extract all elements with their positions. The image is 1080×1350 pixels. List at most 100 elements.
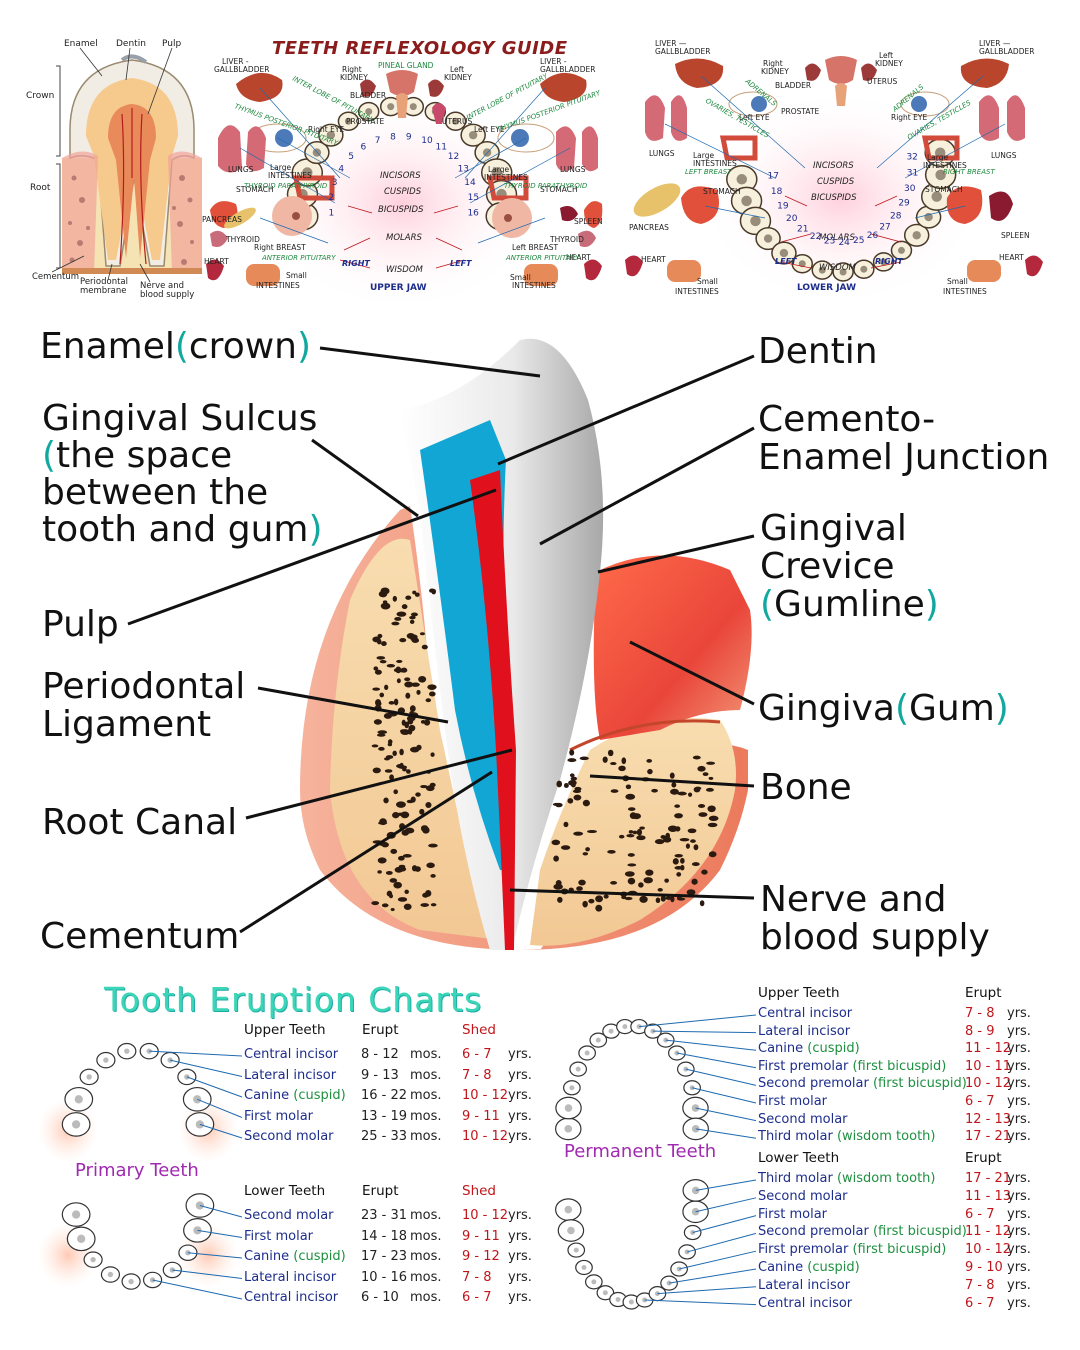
leader-line (639, 1014, 757, 1028)
header-shed: Shed (462, 1022, 497, 1038)
tooth-name: Central incisor (758, 1006, 853, 1021)
liver-icon (540, 72, 587, 102)
tooth (569, 1061, 588, 1077)
label-cej-2: Enamel Junction (758, 437, 1050, 478)
lungs-icon (1007, 95, 1025, 141)
tooth-name: Third molar (wisdom tooth) (758, 1171, 936, 1186)
upper-jaw-diagram: TEETH REFLEXOLOGY GUIDE LIVER -GALLBLADD… (202, 38, 603, 303)
primary-teeth-label: Primary Teeth (75, 1160, 199, 1181)
tooth-section-panel: Enamel Dentin Pulp Crown Root Cementum P… (22, 28, 204, 300)
label-enamel-crown: Enamel(crown) (40, 326, 312, 367)
label-bone: Bone (760, 767, 852, 808)
tooth-name: Lateral incisor (244, 1269, 337, 1285)
svg-text:Large: Large (927, 153, 948, 162)
svg-text:Right: Right (342, 65, 362, 74)
erupt-unit: yrs. (1007, 1206, 1031, 1222)
tooth-number: 28 (890, 212, 902, 222)
tooth (584, 1274, 603, 1290)
label-enamel: Enamel (64, 39, 98, 49)
erupt-unit: mos. (410, 1249, 442, 1264)
svg-text:INTESTINES: INTESTINES (484, 173, 528, 182)
svg-text:HEART: HEART (999, 253, 1024, 262)
erupt-unit: yrs. (1007, 1295, 1031, 1311)
tooth-anatomy-diagram (127, 338, 755, 950)
tooth (682, 1179, 709, 1202)
erupt-unit: yrs. (1007, 1188, 1031, 1204)
svg-text:Right: Right (763, 59, 783, 68)
svg-text:BLADDER: BLADDER (350, 91, 386, 100)
intestine-icon (967, 260, 1001, 282)
tooth (96, 1051, 116, 1069)
leader-line (197, 1229, 243, 1238)
header-shed: Shed (462, 1183, 497, 1199)
tooth (678, 1244, 696, 1260)
svg-text:THYROID PARATHYROID: THYROID PARATHYROID (504, 182, 588, 190)
erupt-value: 11 - 13 (965, 1188, 1012, 1204)
label-crevice-3: (Gumline) (760, 584, 939, 625)
tooth (66, 1226, 96, 1252)
label-root-canal: Root Canal (42, 802, 238, 843)
liver-icon (960, 58, 1009, 88)
eye-icon (511, 129, 529, 147)
tooth-name: Canine (cuspid) (758, 1041, 860, 1057)
svg-text:STOMACH: STOMACH (925, 185, 963, 194)
erupt-value: 6 - 7 (965, 1206, 995, 1222)
erupt-value: 6 - 7 (965, 1295, 995, 1311)
svg-text:Small: Small (697, 277, 718, 286)
tooth-number: 11 (436, 143, 447, 153)
svg-text:WISDOM: WISDOM (386, 265, 424, 275)
leader-line (186, 1076, 243, 1098)
svg-text:INCISORS: INCISORS (380, 171, 421, 181)
lungs-icon (645, 95, 665, 141)
thyroid-icon (578, 230, 596, 247)
label-gingival-sulcus: Gingival Sulcus (42, 398, 318, 439)
shed-unit: yrs. (508, 1290, 532, 1305)
erupt-value: 6 - 10 (361, 1290, 399, 1305)
prostate-icon (396, 93, 408, 118)
liver-icon (675, 58, 724, 88)
tooth-number: 10 (421, 136, 433, 146)
svg-text:LEFT: LEFT (450, 259, 472, 268)
tooth-name: Lateral incisor (244, 1067, 337, 1083)
tooth-name: Second premolar (first bicuspid) (758, 1224, 967, 1240)
label-crevice-2: Crevice (760, 546, 895, 587)
svg-text:LUNGS: LUNGS (228, 165, 254, 174)
tooth-number: 22 (810, 232, 821, 242)
tooth (117, 1042, 137, 1060)
svg-text:GALLBLADDER: GALLBLADDER (979, 47, 1034, 56)
tooth-number: 13 (458, 164, 469, 174)
tooth-number: 9 (406, 132, 412, 142)
leader-line (644, 1299, 757, 1306)
intestine-icon (486, 175, 529, 201)
shed-unit: yrs. (508, 1228, 532, 1244)
leader-line (695, 1128, 757, 1139)
tooth-name: Second molar (244, 1208, 334, 1223)
tooth-name: First premolar (first bicuspid) (758, 1242, 947, 1258)
erupt-unit: yrs. (1007, 1094, 1031, 1109)
pancreas-icon (633, 183, 681, 217)
svg-text:SPLEEN: SPLEEN (1001, 231, 1030, 240)
erupt-value: 11 - 12 (965, 1041, 1012, 1057)
erupt-value: 7 - 8 (965, 1277, 995, 1293)
erupt-unit: mos. (410, 1129, 442, 1144)
tooth-name: First molar (758, 1206, 828, 1222)
erupt-unit: yrs. (1007, 1006, 1031, 1021)
eruption-diagrams (38, 1014, 757, 1310)
tooth-number: 24 (838, 238, 850, 248)
shed-value: 6 - 7 (462, 1047, 492, 1062)
svg-text:BICUSPIDS: BICUSPIDS (378, 205, 424, 215)
shed-value: 6 - 7 (462, 1290, 492, 1305)
svg-text:LEFT BREAST: LEFT BREAST (685, 168, 732, 176)
erupt-unit: yrs. (1007, 1171, 1031, 1186)
svg-text:BLADDER: BLADDER (775, 81, 811, 90)
svg-text:Left EYE: Left EYE (739, 113, 770, 122)
label-nerve-blood: Nerve and blood supply (140, 281, 195, 300)
svg-text:WISDOM: WISDOM (819, 263, 857, 273)
thyroid-icon (210, 230, 228, 247)
svg-text:KIDNEY: KIDNEY (444, 73, 472, 82)
tooth (670, 1261, 688, 1277)
label-gingival-sulcus-3: between the (42, 472, 269, 513)
svg-text:PINEAL GLAND: PINEAL GLAND (378, 61, 434, 70)
svg-text:SPLEEN: SPLEEN (574, 217, 603, 226)
svg-text:Large: Large (693, 151, 714, 160)
